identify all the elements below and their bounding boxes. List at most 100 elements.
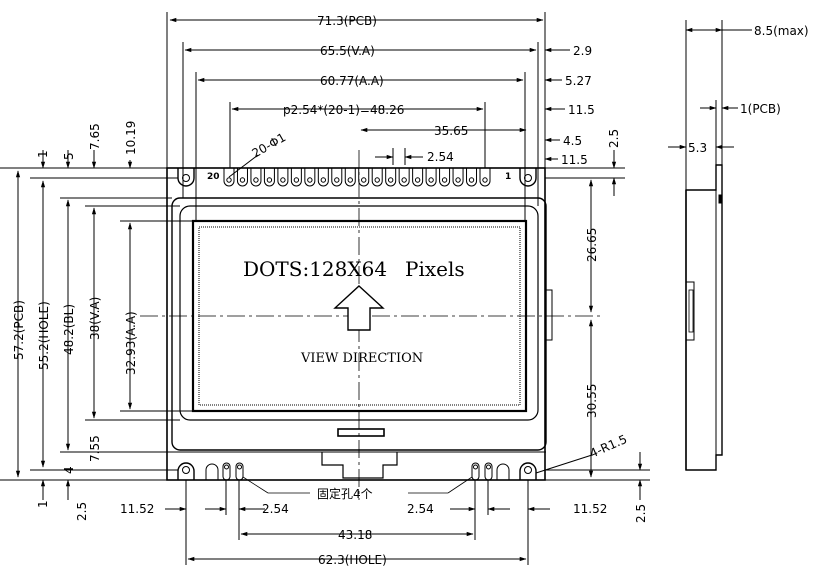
- pin-pad: [385, 168, 397, 187]
- pin-hole: [347, 177, 353, 183]
- dim-43-18: 43.18: [338, 528, 372, 542]
- dim-26-65: 26.65: [585, 228, 599, 262]
- dim-2-5-bottom: 2.5: [634, 504, 648, 523]
- dim-11-52-right: 11.52: [573, 502, 607, 516]
- pin-hole: [468, 177, 475, 183]
- pin-pad: [223, 168, 235, 187]
- dim-pcb-width: 71.3(PCB): [317, 14, 377, 28]
- dim-hole-width: 62.3(HOLE): [318, 553, 387, 567]
- pin-hole: [414, 177, 421, 183]
- pin-hole: [320, 177, 327, 183]
- dim-2-54-top: 2.54: [427, 150, 454, 164]
- right-dimensions: 26.65 30.55 2.5 4-R1.5: [535, 179, 650, 523]
- pin-pad: [331, 168, 343, 187]
- mounting-hole-bottom-right: [519, 462, 537, 480]
- dim-2-5-left: 2.5: [75, 502, 89, 521]
- dim-r-1-5: 4-R1.5: [588, 432, 630, 461]
- pixels-label: Pixels: [405, 257, 465, 281]
- dim-11-5-b: 11.5: [561, 153, 588, 167]
- pin-pad: [371, 168, 383, 187]
- pin-pad: [290, 168, 302, 187]
- pin-hole: [334, 177, 340, 183]
- left-dimensions: 57.2(PCB) 55.2(HOLE) 48.2(BL) 38(V.A) 32…: [0, 121, 193, 521]
- dim-pitch: p2.54*(20-1)=48.26: [283, 103, 404, 117]
- pin-hole: [387, 177, 394, 183]
- dim-2-5-top: 2.5: [607, 129, 621, 148]
- pin-pad: [344, 168, 356, 187]
- side-view: 8.5(max) 1(PCB) 5.3: [668, 20, 809, 471]
- dim-4-5: 4.5: [563, 134, 582, 148]
- dim-30-55: 30.55: [585, 384, 599, 418]
- dim-holes-20: 20-Φ1: [250, 130, 289, 160]
- pin-hole: [401, 177, 407, 183]
- pin-hole: [307, 177, 313, 183]
- connector-tab: [321, 452, 398, 479]
- dim-2-54-left: 2.54: [262, 502, 289, 516]
- pin-hole: [361, 177, 367, 183]
- dim-5-27: 5.27: [565, 74, 592, 88]
- mounting-hole-top-left: [177, 168, 195, 187]
- pin-pad: [479, 168, 491, 187]
- pin-hole: [455, 177, 461, 183]
- dim-7-55: 7.55: [88, 435, 102, 462]
- top-dimensions: 71.3(PCB) 65.5(V.A) 60.77(A.A) p2.54*(20…: [166, 12, 625, 221]
- dots-label: DOTS:128X64: [243, 257, 387, 281]
- pin-hole: [266, 177, 273, 183]
- dim-va-width: 65.5(V.A): [320, 44, 375, 58]
- pin-hole: [239, 177, 246, 183]
- pcb-outline: [166, 167, 546, 481]
- side-pcb: 1(PCB): [740, 102, 781, 116]
- pin-pad: [236, 168, 248, 187]
- pin-pad: [358, 168, 370, 187]
- bottom-dimensions: 11.52 2.54 2.54 11.52 43.18 62.3(HOLE) 固…: [120, 476, 607, 567]
- dim-va-height: 38(V.A): [88, 297, 102, 340]
- dim-1-bottom: 1: [36, 500, 50, 508]
- dim-aa-width: 60.77(A.A): [320, 74, 384, 88]
- side-thickness: 8.5(max): [754, 24, 809, 38]
- pin-pad: [452, 168, 464, 187]
- pin-pads-top: [223, 168, 491, 187]
- side-profile: [685, 164, 723, 471]
- mounting-hole-top-right: [519, 168, 537, 187]
- pin-hole: [374, 177, 380, 183]
- pin-pad: [250, 168, 262, 187]
- dim-7-65: 7.65: [88, 123, 102, 150]
- dim-4: 4: [62, 466, 76, 474]
- pin-pad: [466, 168, 478, 187]
- pin-hole: [293, 177, 300, 183]
- dim-2-9: 2.9: [573, 44, 592, 58]
- front-view: DOTS:128X64 Pixels VIEW DIRECTION 20 1: [140, 150, 600, 500]
- mounting-hole-bottom-left: [177, 462, 195, 480]
- dim-11-5-a: 11.5: [568, 103, 595, 117]
- pin-hole: [441, 177, 448, 183]
- pin-hole: [280, 177, 286, 183]
- view-direction-arrow: [333, 285, 385, 331]
- side-5-3: 5.3: [688, 141, 707, 155]
- dim-11-52-left: 11.52: [120, 502, 154, 516]
- dim-hole-height: 55.2(HOLE): [37, 301, 51, 370]
- pin-pad: [304, 168, 316, 187]
- pin-hole: [482, 177, 488, 183]
- pin-pad: [425, 168, 437, 187]
- dim-35-65: 35.65: [434, 124, 468, 138]
- pin-pad: [263, 168, 275, 187]
- pin-number-20: 20: [207, 172, 220, 182]
- dim-5: 5: [62, 152, 76, 160]
- pin-hole: [253, 177, 259, 183]
- dim-2-54-right: 2.54: [407, 502, 434, 516]
- pin-hole: [226, 177, 232, 183]
- dim-10-19: 10.19: [124, 121, 138, 155]
- pin-pad: [398, 168, 410, 187]
- pin-pad: [277, 168, 289, 187]
- dim-bl-height: 48.2(BL): [62, 304, 76, 355]
- fixing-holes-note: 固定孔4个: [317, 486, 373, 501]
- pin-pad: [412, 168, 424, 187]
- dim-aa-height: 32.93(A.A): [124, 311, 138, 375]
- dim-pcb-height: 57.2(PCB): [12, 300, 26, 360]
- pin-hole: [428, 177, 434, 183]
- pin-number-1: 1: [505, 172, 511, 182]
- pin-pad: [317, 168, 329, 187]
- pin-pad: [439, 168, 451, 187]
